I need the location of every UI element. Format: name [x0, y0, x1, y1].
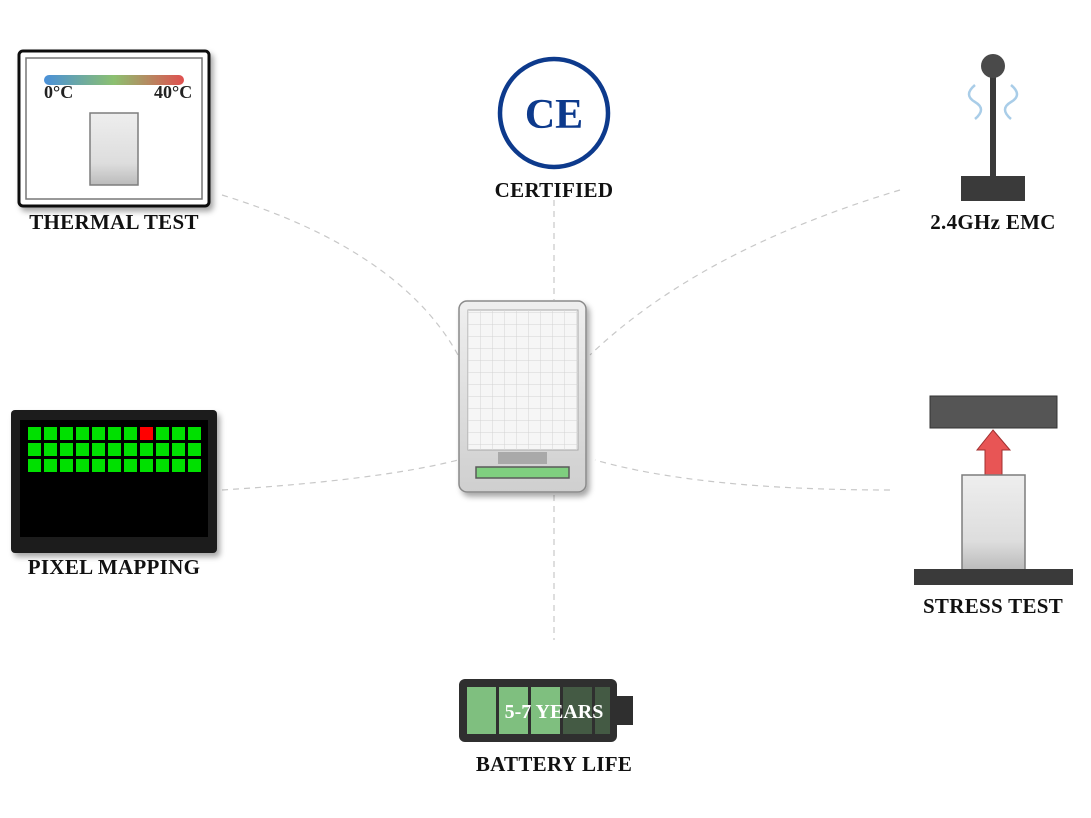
battery-life-value: 5-7 YEARS [505, 701, 604, 723]
thermal-scale-max: 40°C [154, 82, 192, 102]
pixel-cell [60, 459, 73, 472]
battery-icon [459, 679, 633, 742]
pixel-cells [28, 427, 201, 472]
pixel-cell [156, 443, 169, 456]
pixel-cell [188, 443, 201, 456]
connector-emc [589, 189, 901, 356]
pixel-cell [44, 459, 57, 472]
battery-life-label: BATTERY LIFE [475, 752, 633, 776]
pixel-grid-icon [11, 410, 217, 553]
signal-wave-icon [967, 84, 1019, 120]
connector-pixel [221, 459, 459, 491]
stress-test-label: STRESS TEST [922, 594, 1064, 618]
emc-label: 2.4GHz EMC [930, 210, 1056, 234]
pixel-cell [108, 459, 121, 472]
pixel-cell [92, 427, 105, 440]
ce-mark-text: CE [525, 92, 583, 138]
pixel-cell [156, 427, 169, 440]
thermal-scale-min: 0°C [44, 82, 73, 102]
pixel-cell [156, 459, 169, 472]
connector-stress [594, 459, 891, 491]
pixel-cell [44, 443, 57, 456]
pixel-cell [188, 427, 201, 440]
connectors [221, 189, 901, 640]
pixel-cell [140, 459, 153, 472]
pixel-cell [124, 459, 137, 472]
pixel-mapping-label: PIXEL MAPPING [27, 555, 201, 579]
ce-mark-icon [497, 56, 611, 170]
temperature-gradient-bar [44, 75, 184, 85]
certified-label: CERTIFIED [494, 178, 614, 202]
pixel-cell [28, 443, 41, 456]
pixel-cell [76, 459, 89, 472]
connector-thermal [221, 194, 459, 356]
pixel-cell [108, 427, 121, 440]
press-icon [914, 395, 1073, 585]
up-arrow-icon [975, 429, 1012, 476]
pixel-cell [188, 459, 201, 472]
pixel-cell [172, 443, 185, 456]
pixel-cell [28, 427, 41, 440]
pixel-cell [140, 443, 153, 456]
pixel-cell [92, 443, 105, 456]
dead-pixel [140, 427, 153, 440]
pixel-cell [108, 443, 121, 456]
e-paper-tablet-icon [458, 300, 587, 493]
pixel-cell [60, 427, 73, 440]
pixel-cell [60, 443, 73, 456]
pixel-cell [172, 459, 185, 472]
pixel-cell [76, 427, 89, 440]
pixel-cell [28, 459, 41, 472]
thermal-test-label: THERMAL TEST [29, 210, 199, 234]
pixel-cell [124, 427, 137, 440]
thermal-chamber-icon [17, 49, 211, 208]
antenna-icon [961, 54, 1025, 201]
pixel-cell [172, 427, 185, 440]
pixel-cell [76, 443, 89, 456]
pixel-cell [92, 459, 105, 472]
pixel-cell [44, 427, 57, 440]
pixel-cell [124, 443, 137, 456]
